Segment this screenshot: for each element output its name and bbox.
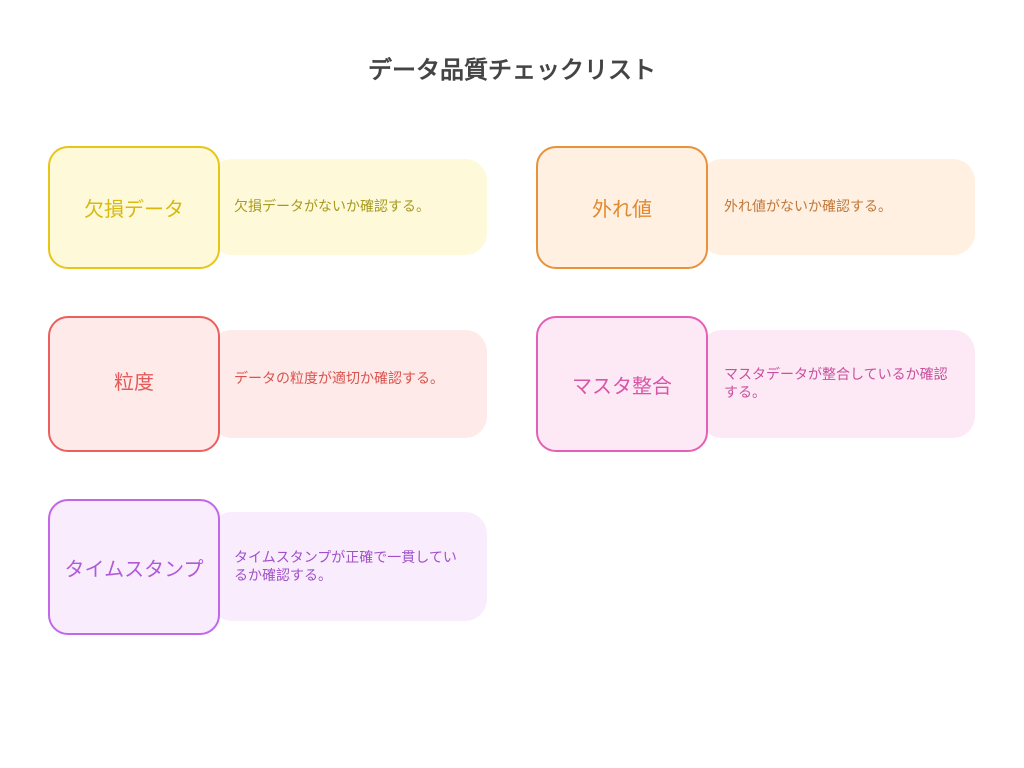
item-description: データの粒度が適切か確認する。 xyxy=(210,330,487,438)
description-text: タイムスタンプが正確で一貫しているか確認する。 xyxy=(234,549,457,584)
label-text: 欠損データ xyxy=(84,197,184,221)
label-text: 外れ値 xyxy=(592,197,652,221)
item-description: マスタデータが整合しているか確認する。 xyxy=(700,330,975,438)
item-description: 外れ値がないか確認する。 xyxy=(700,159,975,255)
label-text: タイムスタンプ xyxy=(64,556,204,581)
item-description: タイムスタンプが正確で一貫しているか確認する。 xyxy=(210,512,487,621)
description-text: 外れ値がないか確認する。 xyxy=(724,199,892,215)
item-label: マスタ整合 xyxy=(536,316,708,452)
label-text: 粒度 xyxy=(114,370,154,394)
description-text: データの粒度が適切か確認する。 xyxy=(234,371,444,387)
item-label: 欠損データ xyxy=(48,146,220,269)
description-text: マスタデータが整合しているか確認する。 xyxy=(724,367,948,401)
label-text: マスタ整合 xyxy=(572,373,672,398)
item-label: 粒度 xyxy=(48,316,220,452)
item-label: 外れ値 xyxy=(536,146,708,269)
description-text: 欠損データがないか確認する。 xyxy=(234,199,430,215)
item-label: タイムスタンプ xyxy=(48,499,220,635)
page-title: データ品質チェックリスト xyxy=(368,56,656,84)
item-description: 欠損データがないか確認する。 xyxy=(210,159,487,255)
